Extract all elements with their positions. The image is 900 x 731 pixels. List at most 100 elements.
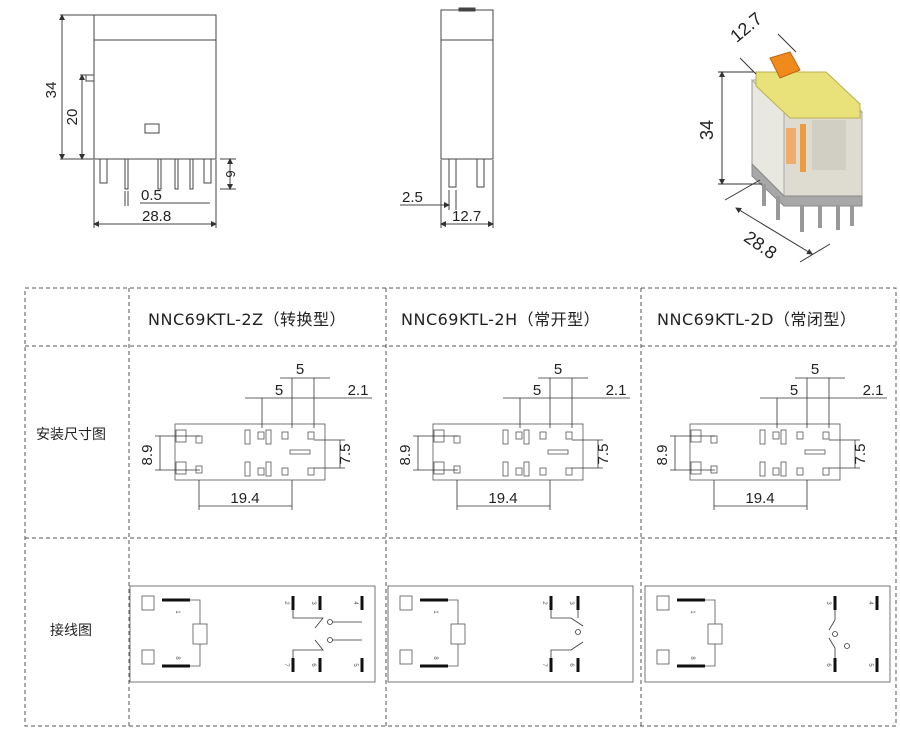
contact-pin-top: 2: [283, 601, 289, 605]
side-pin-pitch: 2.5: [402, 189, 423, 206]
mount-dim-top-c: 2.1: [863, 382, 884, 399]
mount-dim-top-b: 5: [533, 382, 541, 399]
mount-tab-bottom: [690, 461, 702, 475]
mount-tab-bottom: [175, 461, 187, 475]
wire-outline: [644, 585, 891, 683]
wire-tab: [141, 649, 155, 665]
mount-dim-bottom: 19.4: [488, 490, 517, 507]
mount-dim-top-a: 5: [811, 361, 819, 378]
contact-pin-bottom: 5: [867, 663, 873, 667]
contact-pin-top: 3: [825, 601, 831, 605]
mount-slot: [523, 429, 530, 445]
iso-dims: [718, 33, 831, 263]
contact-pin-top: 3: [310, 601, 316, 605]
mount-slot: [523, 461, 530, 477]
front-pin-length: 6: [223, 170, 238, 177]
mount-dim-left: 8.9: [654, 445, 671, 466]
mount-diagram-2h: 55 2.1 8.9 7.5 19.4: [397, 361, 630, 510]
mount-dim-left: 8.9: [397, 445, 414, 466]
coil-wire: [190, 599, 201, 667]
front-height-total: 34: [43, 82, 60, 99]
mount-slot: [759, 429, 766, 445]
mount-pin-pad: [307, 467, 315, 476]
pin-label-1: 1: [432, 610, 438, 614]
front-pin-thickness: 0.5: [141, 187, 162, 204]
mount-dim-right: 7.5: [595, 444, 612, 465]
mount-slot: [502, 461, 509, 477]
side-width: 12.7: [452, 208, 481, 225]
mount-pin-pad: [710, 435, 718, 444]
mount-slot: [289, 449, 311, 455]
table-grid: [24, 287, 897, 727]
switch-contact: [832, 631, 838, 637]
wire-outline: [387, 585, 634, 683]
mount-slot: [265, 461, 272, 477]
mount-dim-top-a: 5: [296, 361, 304, 378]
switch-arm: [550, 610, 584, 627]
mount-slot: [804, 449, 826, 455]
front-view: [59, 14, 236, 228]
mount-dim-top-b: 5: [275, 382, 283, 399]
contact-pin-bottom: 7: [541, 663, 547, 667]
mount-dim-right: 7.5: [337, 444, 354, 465]
relay-isometric-image: [750, 51, 864, 232]
mount-dim-top-c: 2.1: [348, 382, 369, 399]
wire-tab: [656, 649, 670, 665]
mount-dim-top-b: 5: [790, 382, 798, 399]
switch-arm: [828, 637, 836, 658]
header-2h: NNC69KTL-2H（常开型）: [401, 310, 601, 329]
mount-pin-pad: [710, 465, 718, 474]
switch-contact: [575, 629, 581, 635]
mount-pin-pad: [257, 431, 265, 440]
mount-dim-left: 8.9: [139, 445, 156, 466]
mount-slot: [502, 429, 509, 445]
mount-pin-pad: [539, 431, 547, 440]
mount-pin-pad: [772, 467, 780, 476]
contact-pin-bottom: 5: [352, 663, 358, 667]
wire-tab: [141, 595, 155, 611]
wire-tab: [656, 595, 670, 611]
header-2d: NNC69KTL-2D（常闭型）: [657, 310, 857, 329]
front-width: 28.8: [142, 208, 171, 225]
switch-contact: [844, 643, 850, 649]
pin-label-8: 8: [432, 656, 438, 660]
mount-pin-pad: [453, 435, 461, 444]
mount-pin-pad: [281, 467, 289, 476]
mount-pin-pad: [453, 465, 461, 474]
mount-pin-pad: [257, 467, 265, 476]
mount-dim-top-c: 2.1: [606, 382, 627, 399]
iso-height: 34: [697, 120, 717, 140]
mount-slot: [780, 429, 787, 445]
mount-slot: [244, 461, 251, 477]
contact-pin-bottom: 7: [283, 663, 289, 667]
pin-label-1: 1: [174, 610, 180, 614]
mount-pin-pad: [195, 435, 203, 444]
mount-outline: [432, 423, 584, 481]
mount-tab-bottom: [433, 461, 445, 475]
mount-dim-right: 7.5: [852, 444, 869, 465]
wire-tab: [399, 649, 413, 665]
coil-wire: [448, 599, 459, 667]
mount-pin-pad: [515, 467, 523, 476]
coil-symbol: [192, 623, 208, 645]
mount-pin-pad: [772, 431, 780, 440]
mount-pin-pad: [195, 465, 203, 474]
mount-dim-top-a: 5: [554, 361, 562, 378]
contact-pin-top: 4: [867, 601, 873, 605]
mount-pin-pad: [539, 467, 547, 476]
coil-symbol: [707, 623, 723, 645]
mount-pin-pad: [796, 467, 804, 476]
pin-label-8: 8: [689, 656, 695, 660]
pin-label-8: 8: [174, 656, 180, 660]
side-view: [400, 7, 494, 228]
contact-pin-bottom: 6: [825, 663, 831, 667]
mount-slot: [244, 429, 251, 445]
switch-arm: [550, 641, 584, 658]
mount-pin-pad: [565, 467, 573, 476]
